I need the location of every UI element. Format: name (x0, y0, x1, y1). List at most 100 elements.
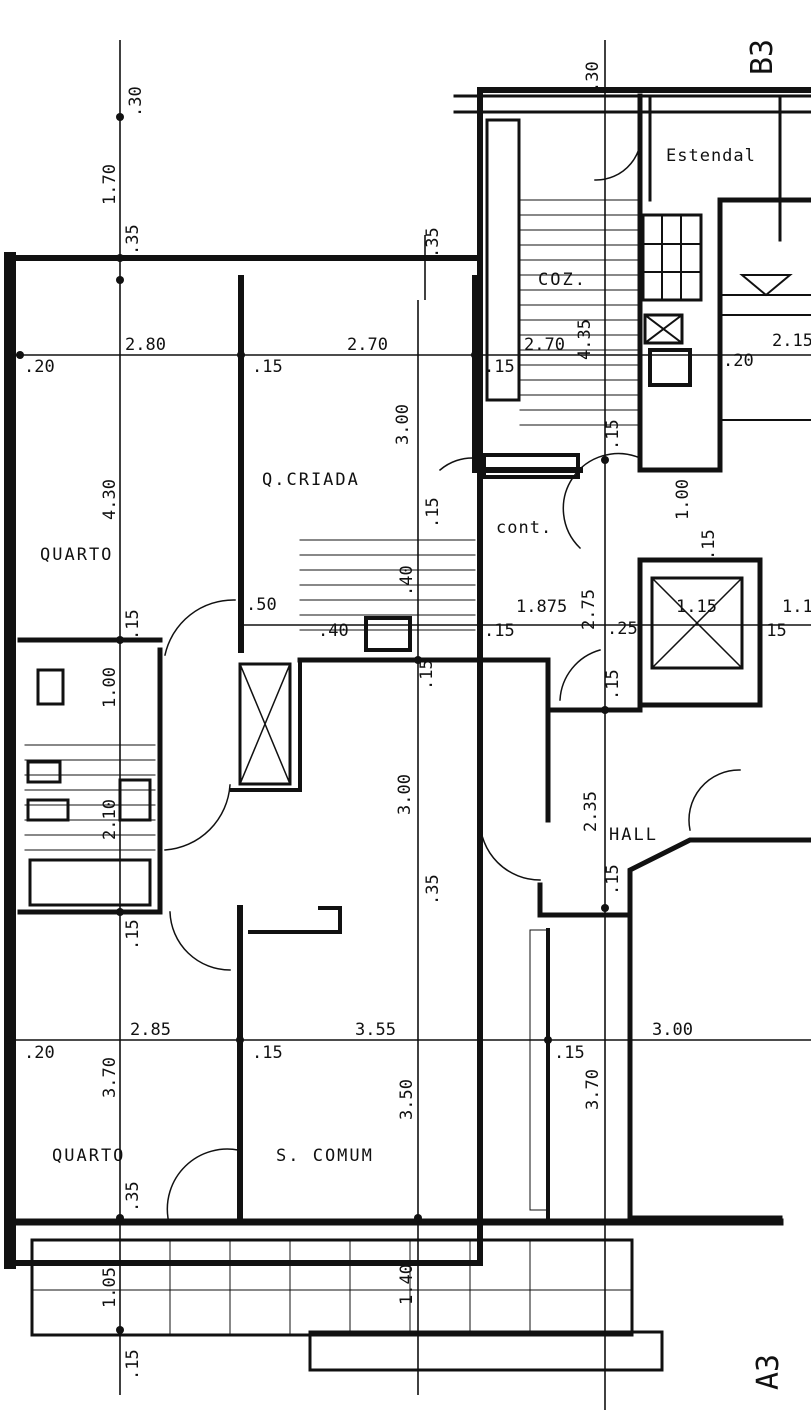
kitchen-cabinet-grid (642, 214, 702, 301)
dim-mid-15: .15 (484, 621, 515, 641)
tick (116, 254, 124, 262)
cont-box (482, 453, 580, 479)
wall-lift-shaft (637, 557, 763, 708)
dim-row1-15-a: .15 (252, 357, 283, 377)
dim-left-35-top: .35 (123, 224, 143, 255)
dim-sala-370: 3.70 (583, 1069, 603, 1110)
toilet-2 (26, 798, 70, 822)
stair-lines (719, 294, 811, 421)
room-hall: HALL (609, 825, 658, 845)
dimension-texts-vertical: .30 1.70 .35 4.30 .15 1.00 2.10 .15 3.70… (100, 86, 719, 1380)
dimension-ticks (6, 113, 609, 1334)
kitchen-cabinet (641, 213, 703, 302)
dim-mid-25: .25 (607, 619, 638, 639)
wall-hall-top (545, 687, 643, 713)
dim-row1-20: .20 (24, 357, 55, 377)
wc-hatch (24, 539, 476, 851)
dim-corr-300: 3.00 (395, 774, 415, 815)
dim-wc-40-b: .40 (318, 621, 349, 641)
wall-hall-bottom (537, 837, 811, 918)
tick (116, 1214, 124, 1222)
stove (648, 348, 692, 387)
dim-lift-15-right: .15 (756, 621, 787, 641)
dim-row1-270: 2.70 (347, 335, 388, 355)
sink-cross (643, 313, 684, 345)
lift-car-cross (650, 576, 744, 670)
wall-wc-lower (17, 647, 163, 915)
dim-hall-15-a: .15 (603, 669, 623, 700)
room-s-comum: S. COMUM (276, 1146, 374, 1166)
dim-left-15-c: .15 (123, 1349, 143, 1380)
dim-left-105: 1.05 (100, 1267, 120, 1308)
dim-left-15-a: .15 (123, 609, 143, 640)
tick (16, 351, 24, 359)
dim-mid-1875: 1.875 (516, 597, 567, 617)
stair-arrow (739, 274, 793, 297)
tick (414, 656, 422, 664)
dim-hall-100: 1.00 (673, 479, 693, 520)
lift-car (650, 576, 744, 670)
tick (237, 351, 245, 359)
dim-balcony-140: 1.40 (397, 1264, 417, 1305)
tick (116, 276, 124, 284)
kitchen-hatch (519, 199, 641, 426)
tick (601, 904, 609, 912)
room-cont: cont. (496, 518, 552, 538)
dim-left-210: 2.10 (100, 799, 120, 840)
door-swings (164, 124, 741, 1219)
dim-sala-350: 3.50 (397, 1079, 417, 1120)
dim-hall-15-mid: .15 (699, 529, 719, 560)
dim-corr-15: .15 (417, 659, 437, 690)
kitchen-east-wall (637, 93, 811, 473)
dim-row1-20-right: .20 (723, 351, 754, 371)
tick (116, 1326, 124, 1334)
tick (6, 1036, 14, 1044)
dim-lift-115: 1.15 (676, 597, 717, 617)
dim-left-30: .30 (126, 86, 146, 117)
walls (4, 87, 811, 1372)
wall-wc-criada (230, 658, 302, 792)
dim-row1-215: 2.15 (772, 331, 811, 351)
dim-criada-15: .15 (423, 497, 443, 528)
washbasin-1 (36, 668, 65, 706)
tick (471, 351, 479, 359)
balcony-grid (31, 1239, 633, 1336)
dim-row2-15-b: .15 (554, 1043, 585, 1063)
dim-left-170: 1.70 (100, 164, 120, 205)
wall-sala-right (627, 912, 783, 1221)
dim-hall-15-top: .15 (603, 419, 623, 450)
right-upper-wall (477, 87, 811, 261)
tick (116, 113, 124, 121)
dim-left-370: 3.70 (100, 1057, 120, 1098)
dim-hall-15-b: .15 (603, 864, 623, 895)
dim-row2-20: .20 (24, 1043, 55, 1063)
sheet-label-bottom: A3 (751, 1354, 786, 1390)
dim-hall-235: 2.35 (581, 791, 601, 832)
dim-row2-285: 2.85 (130, 1020, 171, 1040)
kitchen-counter (485, 118, 521, 402)
bathtub (28, 858, 152, 907)
dim-left-35-bottom: .35 (123, 1181, 143, 1212)
dim-wc-40-a: .40 (397, 565, 417, 596)
tick (236, 1036, 244, 1044)
dim-row2-300: 3.00 (652, 1020, 693, 1040)
room-cozinha: COZ. (538, 270, 587, 290)
room-labels: QUARTO Q.CRIADA COZ. Estendal cont. HALL… (40, 146, 755, 1166)
dim-mid-275: 2.75 (579, 589, 599, 630)
room-quarto-bottom: QUARTO (52, 1146, 125, 1166)
shower (364, 616, 412, 652)
dim-corr-35: .35 (423, 874, 443, 905)
dim-left-15-b: .15 (123, 919, 143, 950)
washbasin-2 (118, 778, 152, 822)
dim-row2-355: 3.55 (355, 1020, 396, 1040)
toilet-1 (26, 760, 62, 784)
wall-criada-coz (472, 275, 583, 473)
dim-row1-15-b: .15 (484, 357, 515, 377)
wall-corridor-lower (248, 906, 342, 934)
dim-row1-270-coz: 2.70 (524, 335, 565, 355)
dim-left-100: 1.00 (100, 667, 120, 708)
sala-hatch-band (529, 929, 549, 1211)
sink (643, 313, 684, 345)
estendal-area (453, 94, 811, 242)
tick (601, 456, 609, 464)
